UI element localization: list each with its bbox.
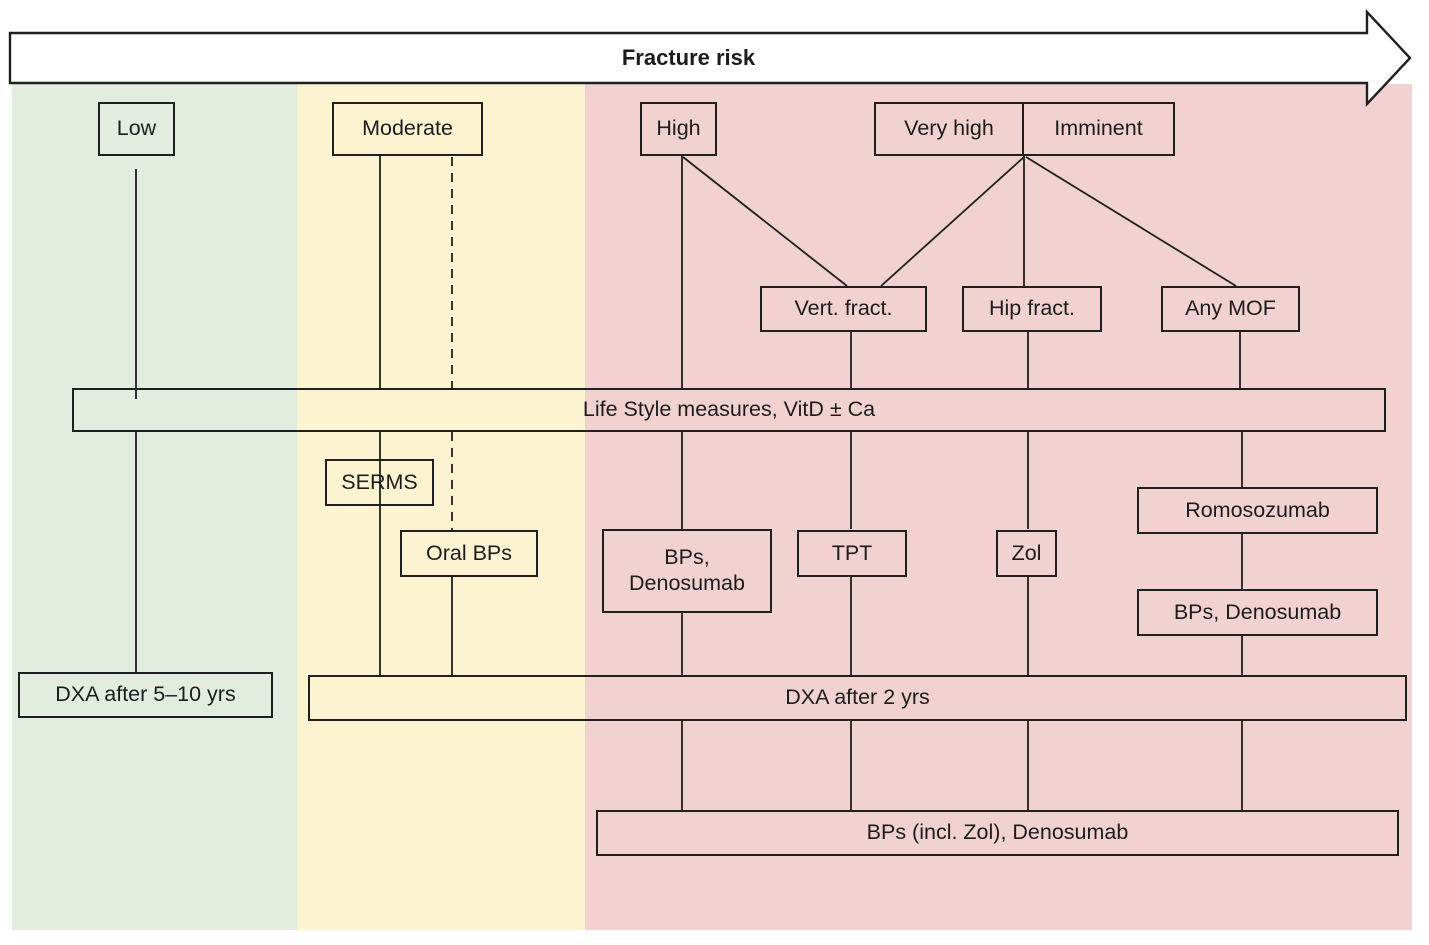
fracture-box-vert-fract: Vert. fract. bbox=[760, 286, 927, 332]
risk-box-very-high: Very high bbox=[874, 102, 1024, 156]
risk-box-low: Low bbox=[98, 102, 175, 156]
treatment-box-bps-denosumab: BPs, Denosumab bbox=[602, 529, 772, 613]
fracture-risk-arrow bbox=[8, 8, 1412, 108]
zone-moderate-band bbox=[297, 84, 585, 930]
dxa-2yrs-bar: DXA after 2 yrs bbox=[308, 675, 1407, 721]
risk-box-high: High bbox=[640, 102, 717, 156]
fracture-box-hip-fract: Hip fract. bbox=[962, 286, 1102, 332]
lifestyle-bar: Life Style measures, VitD ± Ca bbox=[72, 388, 1386, 432]
arrow-title: Fracture risk bbox=[621, 45, 756, 70]
treatment-box-bps-denosumab-line2: Denosumab bbox=[629, 571, 745, 595]
connector-veryhigh-to-vertfract bbox=[880, 156, 1025, 287]
treatment-box-serms: SERMS bbox=[325, 459, 434, 506]
treatment-box-tpt: TPT bbox=[797, 530, 907, 577]
treatment-box-bps-denosumab-line1: BPs, bbox=[664, 545, 710, 570]
connector-veryhigh-to-anymof bbox=[1025, 156, 1237, 287]
treatment-box-zol: Zol bbox=[996, 530, 1057, 577]
connector-high-to-vertfract bbox=[682, 156, 848, 287]
treatment-box-oral-bps: Oral BPs bbox=[400, 530, 538, 577]
risk-box-moderate: Moderate bbox=[332, 102, 483, 156]
fracture-box-any-mof: Any MOF bbox=[1161, 286, 1300, 332]
treatment-box-bps-denosumab-right: BPs, Denosumab bbox=[1137, 589, 1378, 636]
zone-low-band bbox=[12, 84, 297, 930]
zone-high-band bbox=[585, 84, 1412, 930]
followup-box-dxa-5-10yrs: DXA after 5–10 yrs bbox=[18, 672, 273, 718]
risk-box-imminent: Imminent bbox=[1022, 102, 1175, 156]
maintenance-bar: BPs (incl. Zol), Denosumab bbox=[596, 810, 1399, 856]
treatment-box-romosozumab: Romosozumab bbox=[1137, 487, 1378, 534]
